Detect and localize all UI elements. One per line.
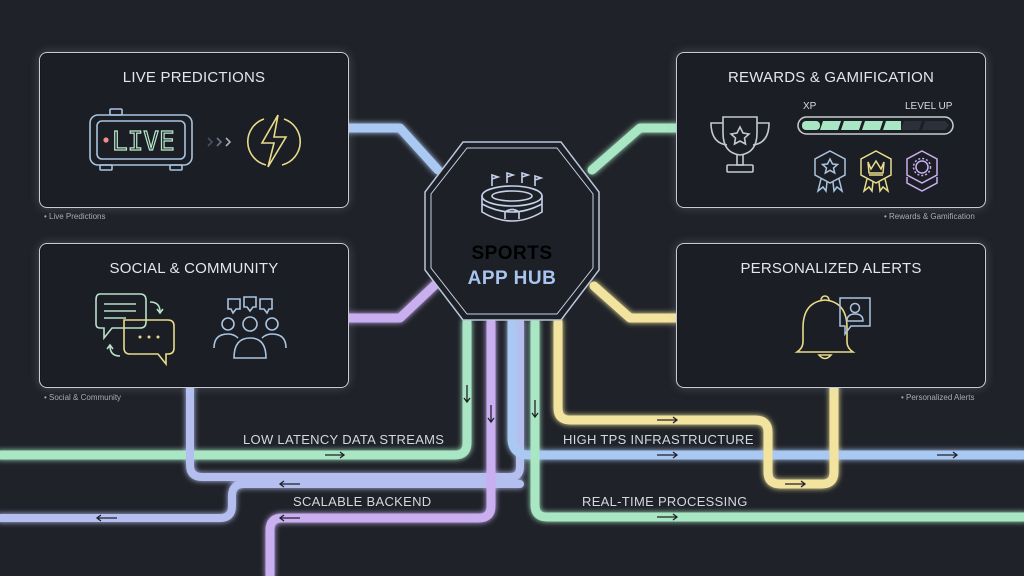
- wire-scalable-return: [0, 480, 524, 522]
- wire-hub-alerts: [589, 281, 681, 323]
- label-real-time-processing: REAL-TIME PROCESSING: [582, 494, 748, 509]
- chat-bubbles-icon: [95, 293, 175, 367]
- crown-badge-icon: [860, 150, 892, 193]
- caption-alerts: • Personalized Alerts: [901, 393, 975, 402]
- hub-node[interactable]: SPORTS APP HUB: [423, 140, 601, 322]
- chevrons-right-icon: [207, 137, 232, 147]
- caption-social: • Social & Community: [44, 393, 122, 402]
- hub-title-line2: APP HUB: [467, 268, 557, 289]
- lightning-bolt-icon: [246, 114, 302, 168]
- wire-low-latency: [0, 317, 472, 460]
- live-display-text: LIVE: [112, 127, 175, 157]
- caption-live: • Live Predictions: [44, 212, 106, 221]
- wire-high-tps: [507, 317, 1024, 460]
- wire-hub-social: [343, 277, 443, 323]
- label-low-latency-data-streams: LOW LATENCY DATA STREAMS: [243, 432, 445, 447]
- community-group-icon: [213, 296, 287, 359]
- card-personalized-alerts[interactable]: PERSONALIZED ALERTS: [676, 243, 986, 388]
- xp-label: XP: [803, 101, 817, 112]
- xp-progress-bar: [797, 116, 954, 135]
- wire-periwinkle-loop: [186, 318, 524, 481]
- wire-scalable-backend: [265, 317, 496, 576]
- card-title: LIVE PREDICTIONS: [122, 69, 266, 86]
- card-social-community[interactable]: SOCIAL & COMMUNITY: [39, 243, 349, 388]
- star-badge-icon: [814, 150, 846, 193]
- hub-title-line1: SPORTS: [471, 243, 553, 264]
- wire-hub-rewards: [587, 123, 681, 175]
- live-clock-display-icon: LIVE: [89, 108, 193, 171]
- card-live-predictions[interactable]: LIVE PREDICTIONS LIVE: [39, 52, 349, 208]
- card-rewards-gamification[interactable]: REWARDS & GAMIFICATION XP LEVEL UP: [676, 52, 986, 208]
- label-high-tps-infrastructure: HIGH TPS INFRASTRUCTURE: [563, 432, 754, 447]
- caption-rewards: • Rewards & Gamification: [884, 212, 975, 221]
- bell-icon: [794, 295, 856, 360]
- user-message-icon: [839, 297, 871, 336]
- gear-badge-icon: [906, 150, 938, 192]
- label-scalable-backend: SCALABLE BACKEND: [293, 494, 432, 509]
- wire-hub-live: [343, 123, 443, 175]
- card-title: SOCIAL & COMMUNITY: [109, 260, 279, 277]
- level-up-label: LEVEL UP: [905, 101, 953, 112]
- trophy-icon: [710, 116, 770, 173]
- card-title: PERSONALIZED ALERTS: [740, 260, 922, 277]
- wire-alerts-loop: [553, 317, 839, 489]
- wire-realtime: [530, 317, 1024, 522]
- card-title: REWARDS & GAMIFICATION: [727, 69, 935, 86]
- stadium-icon: [481, 172, 544, 222]
- hub-octagon-frame: [424, 141, 600, 321]
